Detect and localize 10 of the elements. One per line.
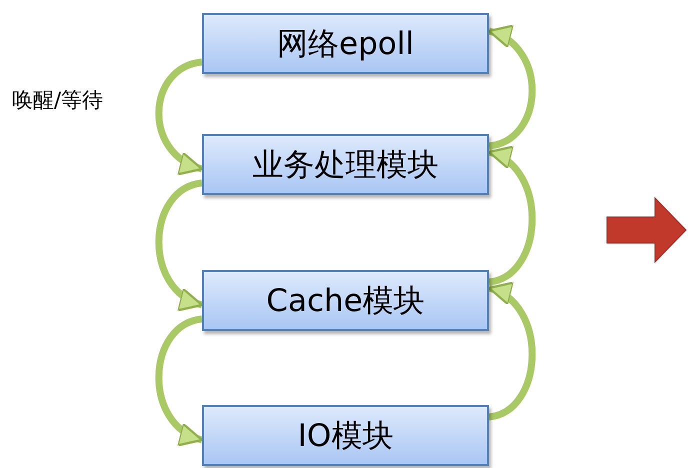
- curved-arrow: [155, 58, 204, 173]
- module-box: 网络epoll: [202, 13, 489, 74]
- module-box: IO模块: [202, 405, 489, 466]
- module-box: Cache模块: [202, 270, 489, 331]
- curved-arrow: [155, 180, 204, 308]
- module-box: 业务处理模块: [202, 134, 489, 195]
- curved-arrow: [488, 284, 536, 420]
- curved-arrow: [488, 148, 536, 286]
- curved-arrow: [155, 316, 204, 444]
- curved-arrow: [488, 28, 536, 150]
